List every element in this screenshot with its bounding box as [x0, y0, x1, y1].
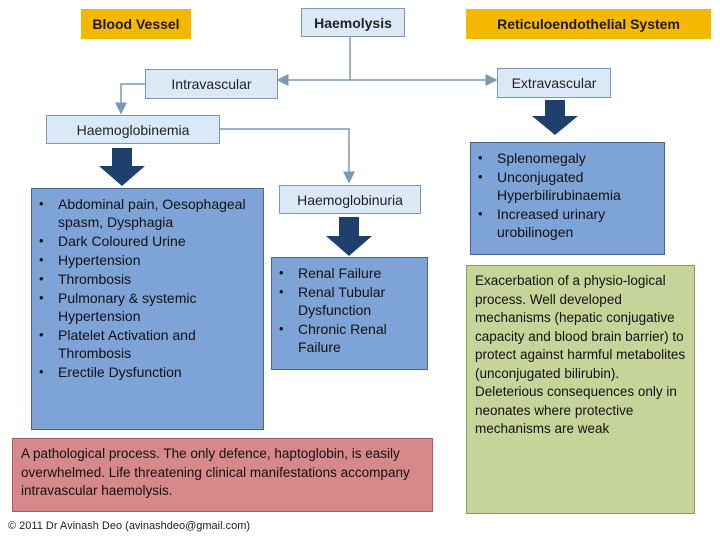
- list-item: Platelet Activation and Thrombosis: [39, 326, 257, 362]
- list-item: Hypertension: [39, 251, 257, 269]
- blood-vessel-label: Blood Vessel: [81, 9, 191, 39]
- haemoglobinuria-node: Haemoglobinuria: [279, 185, 421, 214]
- haemoglobinemia-node: Haemoglobinemia: [46, 115, 220, 144]
- list-item: Unconjugated Hyperbilirubinaemia: [478, 168, 658, 204]
- arrow-down-haemoglobinemia: [99, 148, 145, 186]
- intravascular-note: A pathological process. The only defence…: [12, 438, 433, 512]
- copyright-footer: © 2011 Dr Avinash Deo (avinashdeo@gmail.…: [8, 520, 251, 532]
- list-item: Erectile Dysfunction: [39, 363, 257, 381]
- haemoglobinuria-effects-list: Renal FailureRenal Tubular DysfunctionCh…: [272, 258, 427, 363]
- list-item: Splenomegaly: [478, 149, 658, 167]
- list-item: Increased urinary urobilinogen: [478, 205, 658, 241]
- extravascular-effects-list: SplenomegalyUnconjugated Hyperbilirubina…: [471, 143, 664, 248]
- list-item: Chronic Renal Failure: [279, 320, 421, 356]
- intravascular-node: Intravascular: [145, 69, 278, 99]
- list-item: Renal Tubular Dysfunction: [279, 283, 421, 319]
- list-item: Abdominal pain, Oesophageal spasm, Dysph…: [39, 195, 257, 231]
- extravascular-effects-box: SplenomegalyUnconjugated Hyperbilirubina…: [470, 142, 665, 255]
- connector-haemoglobinemia-to-haemoglobinuria: [220, 128, 355, 184]
- haemoglobinemia-effects-list: Abdominal pain, Oesophageal spasm, Dysph…: [32, 189, 263, 388]
- list-item: Pulmonary & systemic Hypertension: [39, 289, 257, 325]
- list-item: Renal Failure: [279, 264, 421, 282]
- reticuloendothelial-label: Reticuloendothelial System: [466, 9, 711, 39]
- haemoglobinuria-effects-box: Renal FailureRenal Tubular DysfunctionCh…: [271, 257, 428, 370]
- arrow-down-extravascular: [532, 100, 578, 135]
- list-item: Dark Coloured Urine: [39, 232, 257, 250]
- extravascular-note: Exacerbation of a physio-logical process…: [466, 265, 695, 514]
- connector-intravascular-to-haemoglobinemia: [115, 83, 145, 115]
- haemoglobinemia-effects-box: Abdominal pain, Oesophageal spasm, Dysph…: [31, 188, 264, 430]
- arrow-down-haemoglobinuria: [326, 217, 372, 256]
- extravascular-node: Extravascular: [497, 68, 611, 98]
- haemolysis-node: Haemolysis: [301, 8, 405, 37]
- list-item: Thrombosis: [39, 270, 257, 288]
